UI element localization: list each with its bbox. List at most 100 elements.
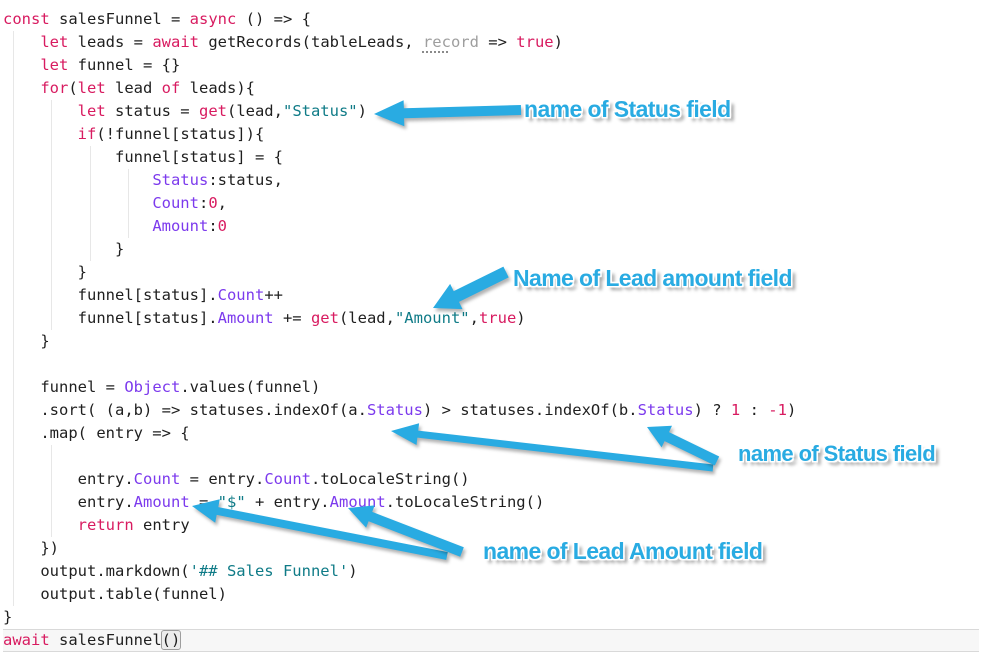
code-token: salesFunnel <box>49 631 162 649</box>
code-token: Count <box>264 470 311 488</box>
code-token: let <box>40 56 69 74</box>
code-token: Count <box>217 286 265 304</box>
code-line: Status:status, <box>3 169 987 192</box>
code-line: funnel[status] = { <box>3 146 987 169</box>
indent-guide <box>13 307 14 330</box>
code-line <box>3 445 987 468</box>
code-line-current: await salesFunnel() <box>3 629 979 652</box>
code-token: status = <box>105 102 199 120</box>
indent-guide <box>51 169 53 192</box>
indent-guide <box>51 238 53 261</box>
code-token: ) > statuses.indexOf(b. <box>422 401 638 419</box>
code-token: Status <box>366 401 423 419</box>
code-token: = entry. <box>180 470 265 488</box>
indent-guide <box>13 353 14 376</box>
code-token: funnel[status] = { <box>3 148 283 166</box>
code-token: .sort( (a,b) => statuses.indexOf(a. <box>3 401 367 419</box>
code-token: ) <box>516 309 526 327</box>
code-token: "Amount" <box>394 309 470 327</box>
code-token: : <box>740 401 769 419</box>
code-token <box>3 33 40 51</box>
indent-guide <box>89 146 91 169</box>
code-token: if <box>77 125 97 143</box>
indent-guide <box>13 169 14 192</box>
annotation-label-lead-amount-field-1: Name of Lead amount field <box>513 265 793 291</box>
code-token: funnel[status]. <box>3 286 218 304</box>
code-token: await <box>152 33 199 51</box>
code-token: 0 <box>217 217 227 235</box>
code-token: Amount <box>329 493 386 511</box>
indent-guide <box>13 100 14 123</box>
indent-guide <box>51 146 53 169</box>
code-token: :status, <box>208 171 283 189</box>
indent-guide <box>13 123 14 146</box>
code-token: , <box>217 194 228 212</box>
code-token: salesFunnel = <box>49 10 190 28</box>
code-token <box>3 194 152 212</box>
indent-guide <box>13 77 14 100</box>
indent-guide <box>51 192 53 215</box>
annotation-label-lead-amount-field-2: name of Lead Amount field <box>483 538 763 564</box>
code-token: "Status" <box>282 102 358 120</box>
code-token: let <box>40 33 69 51</box>
indent-guide <box>51 307 53 330</box>
code-line: output.markdown('## Sales Funnel') <box>3 560 987 583</box>
code-token: ) <box>348 562 358 580</box>
indent-guide <box>89 169 91 192</box>
code-line: let funnel = {} <box>3 54 987 77</box>
code-token: => <box>478 33 517 51</box>
code-token: }) <box>3 539 59 557</box>
code-token: await <box>3 631 50 649</box>
code-line: } <box>3 261 987 284</box>
code-token: Amount <box>152 217 209 235</box>
code-token: .values(funnel) <box>180 378 321 396</box>
indent-guide <box>89 238 91 261</box>
indent-guide <box>13 31 14 54</box>
code-token: funnel = {} <box>68 56 181 74</box>
indent-guide <box>13 238 14 261</box>
code-line: funnel[status].Amount += get(lead,"Amoun… <box>3 307 987 330</box>
indent-guide <box>13 284 14 307</box>
indent-guide <box>13 491 14 514</box>
code-token: rec <box>422 33 451 51</box>
code-line: }) <box>3 537 987 560</box>
code-token: of <box>161 79 181 97</box>
indent-guide <box>89 215 91 238</box>
code-token: } <box>3 240 125 258</box>
code-token: (lead, <box>226 102 283 120</box>
indent-guide <box>13 445 14 468</box>
indent-guide <box>51 491 53 514</box>
code-token: (!funnel[status]){ <box>96 125 265 143</box>
code-token: getRecords(tableLeads, <box>199 33 423 51</box>
code-token: Count <box>133 470 181 488</box>
annotation-label-status-field-1: name of Status field <box>524 96 731 122</box>
indent-guide <box>13 192 14 215</box>
code-token <box>3 516 78 534</box>
code-line: if(!funnel[status]){ <box>3 123 987 146</box>
code-token: .map( entry => { <box>3 424 190 442</box>
indent-guide <box>13 54 14 77</box>
code-token: funnel[status]. <box>3 309 218 327</box>
code-line: Count:0, <box>3 192 987 215</box>
code-line: funnel[status].Count++ <box>3 284 987 307</box>
code-token: ++ <box>264 286 283 304</box>
code-token: Status <box>637 401 694 419</box>
indent-guide <box>13 330 14 353</box>
code-token: + entry. <box>245 493 330 511</box>
code-line: .sort( (a,b) => statuses.indexOf(a.Statu… <box>3 399 987 422</box>
code-token: ( <box>68 79 78 97</box>
code-line: } <box>3 606 987 629</box>
code-line: Amount:0 <box>3 215 987 238</box>
code-token: output.table(funnel) <box>3 585 227 603</box>
indent-guide <box>13 514 14 537</box>
code-token: () => { <box>236 10 311 28</box>
code-token: } <box>3 263 87 281</box>
code-line: } <box>3 330 987 353</box>
indent-guide <box>13 261 14 284</box>
code-line: const salesFunnel = async () => { <box>3 8 987 31</box>
code-token: ) ? <box>693 401 731 419</box>
indent-guide <box>13 468 14 491</box>
code-token: = <box>189 493 218 511</box>
indent-guide <box>13 146 14 169</box>
